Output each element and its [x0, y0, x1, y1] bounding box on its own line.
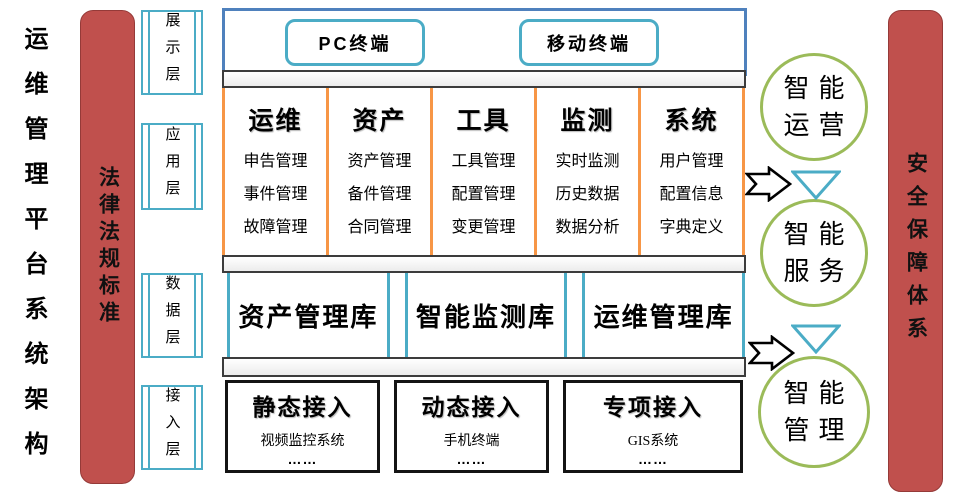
down-triangle-icon: [789, 170, 843, 201]
circle-label-line: 智能: [783, 220, 854, 249]
app-column-items: 工具管理 配置管理 变更管理: [433, 145, 534, 244]
ellipsis-text: ……: [456, 451, 487, 467]
layer-tag-label: 应用层: [163, 126, 180, 207]
app-column-items: 用户管理 配置信息 字典定义: [641, 145, 742, 244]
display-layer-frame: PC终端 移动终端: [222, 8, 747, 76]
app-column-title: 工具: [456, 107, 511, 135]
app-item: 申告管理: [243, 153, 308, 170]
layer-tag-data: 数据层: [141, 273, 203, 358]
app-item: 实时监测: [555, 153, 620, 170]
access-box-item: 视频监控系统: [260, 434, 345, 449]
app-item: 数据分析: [555, 219, 620, 236]
app-column-yunwei: 运维 申告管理 事件管理 故障管理: [222, 88, 326, 255]
app-item: 备件管理: [347, 186, 412, 203]
layer-tag-application: 应用层: [141, 123, 203, 210]
app-column-title: 资产: [352, 107, 407, 135]
security-system-pillar: 安全保障体系: [888, 10, 943, 492]
access-box-title: 静态接入: [252, 394, 353, 420]
data-layer-row: 资产管理库 智能监测库 运维管理库: [222, 273, 746, 357]
layer-tag-label: 数据层: [163, 275, 180, 356]
bus-bar: [222, 70, 746, 88]
flow-right-arrow-icon: [744, 165, 793, 203]
access-box-item: 手机终端: [443, 434, 500, 449]
access-box-title: 动态接入: [421, 394, 522, 420]
app-column-items: 实时监测 历史数据 数据分析: [537, 145, 638, 244]
access-box-item: GIS系统: [627, 434, 679, 449]
access-box-title: 专项接入: [603, 394, 703, 420]
app-item: 工具管理: [451, 153, 516, 170]
access-layer-row: 静态接入 视频监控系统 …… 动态接入 手机终端 …… 专项接入 GIS系统 ……: [222, 380, 745, 473]
layer-tag-display: 展示层: [141, 10, 203, 95]
app-column-jiance: 监测 实时监测 历史数据 数据分析: [534, 88, 638, 255]
flow-right-arrow-icon: [747, 334, 796, 372]
layer-tag-label: 接入层: [163, 387, 180, 468]
legal-standards-pillar: 法律法规标准: [80, 10, 135, 484]
database-ops: 运维管理库: [582, 273, 746, 357]
circle-smart-service: 智能 服务: [760, 199, 868, 307]
legal-standards-label: 法律法规标准: [96, 166, 120, 328]
access-box-static: 静态接入 视频监控系统 ……: [225, 380, 380, 473]
app-column-items: 资产管理 备件管理 合同管理: [329, 145, 430, 244]
app-column-gongju: 工具 工具管理 配置管理 变更管理: [430, 88, 534, 255]
circle-smart-operation: 智能 运营: [760, 53, 868, 161]
app-item: 配置信息: [659, 186, 724, 203]
ellipsis-text: ……: [638, 451, 668, 467]
access-box-special: 专项接入 GIS系统 ……: [563, 380, 743, 473]
application-layer-row: 运维 申告管理 事件管理 故障管理 资产 资产管理 备件管理 合同管理 工具 工…: [222, 88, 745, 255]
circle-label-line: 智能: [783, 379, 854, 408]
down-triangle-icon: [789, 324, 843, 355]
bus-bar: [222, 255, 746, 273]
app-item: 故障管理: [243, 219, 308, 236]
app-item: 历史数据: [555, 186, 620, 203]
mobile-terminal-node: 移动终端: [519, 19, 659, 66]
circle-smart-management: 智能 管理: [758, 356, 870, 468]
app-column-xitong: 系统 用户管理 配置信息 字典定义: [638, 88, 745, 255]
pc-terminal-node: PC终端: [285, 19, 425, 66]
mobile-terminal-label: 移动终端: [547, 33, 631, 54]
database-asset: 资产管理库: [227, 273, 390, 357]
app-item: 配置管理: [451, 186, 516, 203]
circle-label-line: 智能: [783, 74, 854, 103]
app-column-title: 系统: [664, 107, 719, 135]
circle-label-line: 服务: [783, 257, 854, 286]
ellipsis-text: ……: [287, 451, 318, 467]
app-column-zichan: 资产 资产管理 备件管理 合同管理: [326, 88, 430, 255]
app-item: 字典定义: [659, 219, 724, 236]
app-column-title: 监测: [560, 107, 615, 135]
app-item: 事件管理: [243, 186, 308, 203]
circle-label-line: 运营: [783, 111, 854, 140]
app-item: 合同管理: [347, 219, 412, 236]
database-monitor: 智能监测库: [404, 273, 568, 357]
pc-terminal-label: PC终端: [318, 33, 392, 54]
circle-label-line: 管理: [783, 416, 854, 445]
bus-bar: [222, 357, 746, 377]
app-column-items: 申告管理 事件管理 故障管理: [225, 145, 326, 244]
app-item: 变更管理: [451, 219, 516, 236]
page-title: 运维管理平台系统架构: [20, 26, 47, 476]
security-system-label: 安全保障体系: [904, 152, 928, 350]
access-box-dynamic: 动态接入 手机终端 ……: [394, 380, 549, 473]
app-item: 资产管理: [347, 153, 412, 170]
app-column-title: 运维: [248, 107, 303, 135]
layer-tag-label: 展示层: [163, 12, 180, 93]
layer-tag-access: 接入层: [141, 385, 203, 470]
app-item: 用户管理: [659, 153, 724, 170]
